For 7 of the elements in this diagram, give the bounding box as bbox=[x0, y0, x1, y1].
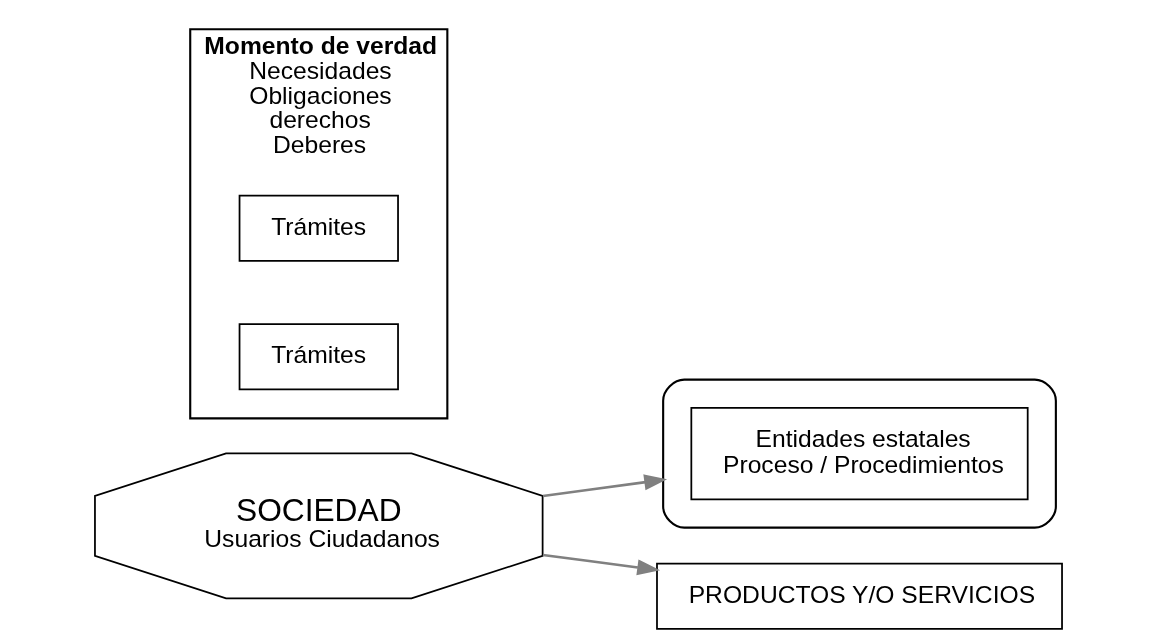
cluster bbox=[662, 378, 1057, 529]
arrow bbox=[542, 474, 668, 498]
arrow bbox=[542, 553, 661, 576]
node-box: Entidades estatales Proceso / Procedimientos bbox=[690, 406, 1029, 501]
node-box: Trámites bbox=[238, 194, 399, 262]
node-box: Trámites bbox=[238, 323, 399, 391]
node-box: PRODUCTOS Y/O SERVICIOS bbox=[656, 562, 1063, 630]
